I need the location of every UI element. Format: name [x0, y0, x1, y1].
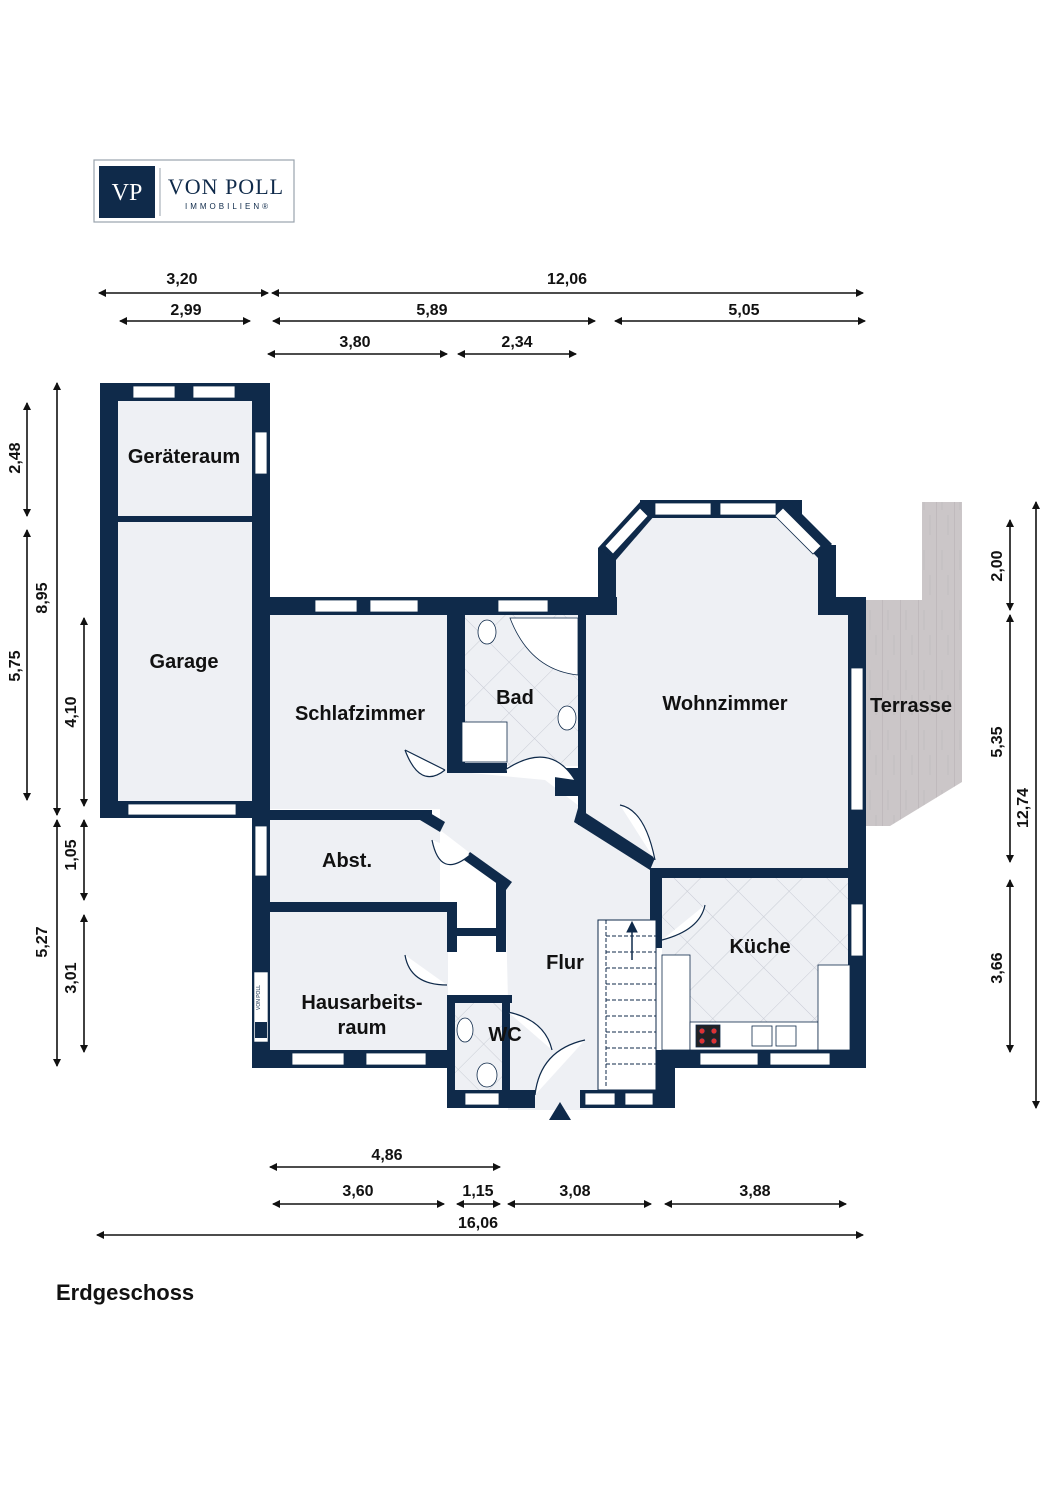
- dimension-labels: 3,20 12,06 2,99 5,89 5,05 3,80 2,34 2,48…: [7, 271, 1032, 1232]
- dim-right-c: 12,74: [1015, 788, 1032, 828]
- floor-areas: [118, 401, 962, 1110]
- dim-bottom-c: 1,15: [462, 1183, 493, 1200]
- windows: [127, 385, 864, 1106]
- dim-left-b: 8,95: [34, 582, 51, 613]
- room-bad: Bad: [496, 687, 534, 709]
- dim-bottom-a: 4,86: [371, 1147, 402, 1164]
- room-garage: Garage: [150, 651, 219, 673]
- dim-top-total-left: 3,20: [166, 271, 197, 288]
- dim-top-row3-a: 3,80: [339, 334, 370, 351]
- room-geraeteraum: Geräteraum: [128, 446, 240, 468]
- stamp-logo: VON POLL: [253, 971, 269, 1043]
- room-labels: Geräteraum Garage Schlafzimmer Bad Wohnz…: [128, 446, 952, 1046]
- dim-left-a: 2,48: [7, 442, 24, 473]
- dim-left-g: 3,01: [63, 962, 80, 993]
- dim-bottom-total: 16,06: [458, 1215, 498, 1232]
- dimension-lines: [23, 289, 1040, 1239]
- brand-name: VON POLL: [168, 174, 284, 199]
- dim-top-total-right: 12,06: [547, 271, 587, 288]
- room-hausarbeitsraum-line1: Hausarbeits-: [301, 992, 422, 1014]
- room-hausarbeitsraum-line2: raum: [338, 1017, 387, 1039]
- staircase: [597, 919, 657, 1091]
- brand-logo: VP VON POLL IMMOBILIEN®: [93, 159, 295, 223]
- dim-top-row3-b: 2,34: [501, 334, 532, 351]
- dim-left-c: 5,75: [7, 650, 24, 681]
- dim-bottom-e: 3,88: [739, 1183, 770, 1200]
- doors: [205, 518, 706, 1096]
- dim-right-a: 2,00: [989, 550, 1006, 581]
- room-wohnzimmer: Wohnzimmer: [662, 693, 787, 715]
- dim-top-row2-a: 2,99: [170, 302, 201, 319]
- dim-left-e: 1,05: [63, 839, 80, 870]
- dim-right-d: 3,66: [989, 952, 1006, 983]
- dim-top-row2-c: 5,05: [728, 302, 759, 319]
- dim-top-row2-b: 5,89: [416, 302, 447, 319]
- room-wc: WC: [488, 1024, 521, 1046]
- stamp-text: VON POLL: [256, 985, 262, 1010]
- dim-right-b: 5,35: [989, 726, 1006, 757]
- floor-label: Erdgeschoss: [56, 1280, 194, 1305]
- dim-bottom-d: 3,08: [559, 1183, 590, 1200]
- entrance-arrow: [549, 1102, 571, 1120]
- fixtures: [456, 617, 851, 1088]
- dim-left-f: 5,27: [34, 926, 51, 957]
- room-schlafzimmer: Schlafzimmer: [295, 703, 425, 725]
- room-flur: Flur: [546, 952, 584, 974]
- dim-left-d: 4,10: [63, 696, 80, 727]
- room-abst: Abst.: [322, 850, 372, 872]
- brand-tagline: IMMOBILIEN®: [185, 202, 271, 211]
- dim-bottom-b: 3,60: [342, 1183, 373, 1200]
- room-terrasse: Terrasse: [870, 695, 952, 717]
- room-kueche: Küche: [729, 936, 790, 958]
- brand-monogram: VP: [112, 180, 143, 206]
